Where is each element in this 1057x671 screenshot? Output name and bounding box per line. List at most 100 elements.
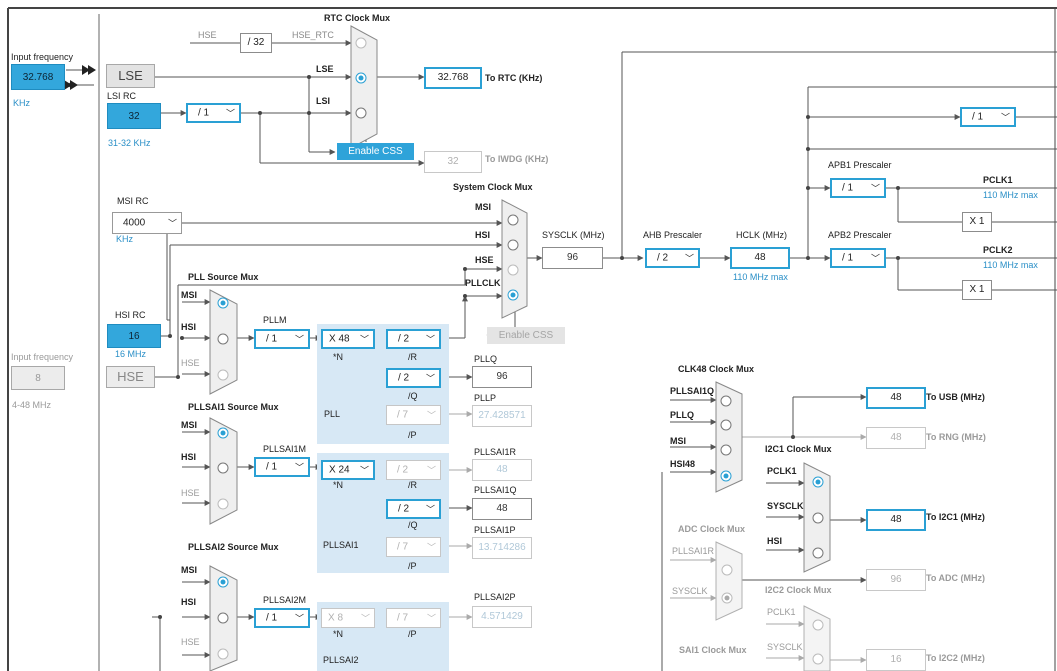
pllsai1-r-label: /R	[408, 480, 417, 490]
pll-q-select[interactable]: / 2﹀	[386, 368, 441, 388]
hse-rtc-divider: / 32	[240, 33, 272, 53]
lsi-unit: 31-32 KHz	[108, 138, 151, 148]
pllsai2-src-hse: HSE	[181, 637, 200, 647]
chevron-down-icon: ﹀	[1000, 112, 1010, 123]
lsi-divider-value: / 1	[198, 107, 210, 119]
pllsai1-r-select[interactable]: / 2 ﹀	[386, 460, 441, 480]
pllsai2p-value: 4.571429	[472, 606, 532, 628]
top-prescaler-select[interactable]: / 1﹀	[960, 107, 1016, 127]
adc-output-value[interactable]: 96	[866, 569, 926, 591]
pllsai1q-value: 48	[472, 498, 532, 520]
pllm-label: PLLM	[263, 315, 287, 325]
pllsai1-source-mux-title: PLLSAI1 Source Mux	[188, 402, 279, 412]
i2c2-mux-title: I2C2 Clock Mux	[765, 585, 832, 595]
pll-p-value: / 7	[397, 409, 409, 421]
pll-n-select[interactable]: X 48﹀	[321, 329, 375, 349]
pllsai1r-label: PLLSAI1R	[474, 447, 517, 457]
i2c1-output-value[interactable]: 48	[866, 509, 926, 531]
pllsai1m-select[interactable]: / 1 ﹀	[254, 457, 310, 477]
i2c1-input-sysclk: SYSCLK	[767, 501, 804, 511]
pllsai1m-value: / 1	[266, 461, 278, 473]
pllsai1p-value: 13.714286	[472, 537, 532, 559]
hsi-value: 16	[107, 324, 161, 348]
hsi-unit: 16 MHz	[115, 349, 147, 359]
apb2-prescaler-title: APB2 Prescaler	[828, 230, 892, 240]
hclk-label: HCLK (MHz)	[736, 230, 787, 240]
lse-frequency-input[interactable]: 32.768	[11, 64, 65, 90]
hse-frequency-input[interactable]: 8	[11, 366, 65, 390]
i2c1-input-hsi: HSI	[767, 536, 783, 546]
pllp-value: 27.428571	[472, 405, 532, 427]
hclk-value[interactable]: 48	[730, 247, 790, 269]
chevron-down-icon: ﹀	[425, 373, 435, 384]
pllsai1-p-label: /P	[408, 561, 417, 571]
pllsai1-src-hse: HSE	[181, 488, 200, 498]
apb1-prescaler-value: / 1	[842, 182, 854, 194]
pllsai1-n-label: *N	[333, 480, 344, 490]
pllsai1-r-value: / 2	[397, 464, 409, 476]
pllsai1-src-msi: MSI	[181, 420, 198, 430]
chevron-down-icon: ﹀	[225, 108, 235, 119]
pllsai2-n-select[interactable]: X 8﹀	[321, 608, 375, 628]
sysclk-input-hsi: HSI	[475, 230, 491, 240]
i2c2-input-sysclk: SYSCLK	[767, 642, 803, 652]
apb2-prescaler-select[interactable]: / 1 ﹀	[830, 248, 886, 268]
i2c2-output-value[interactable]: 16	[866, 649, 926, 671]
lse-unit: KHz	[13, 98, 31, 108]
chevron-down-icon: ﹀	[426, 465, 436, 476]
pllsai1-p-value: / 7	[397, 541, 409, 553]
rtc-output-value: 32.768	[424, 67, 482, 89]
pll-src-hse: HSE	[181, 358, 200, 368]
pclk2-multiplier: X 1	[962, 280, 992, 300]
pllsai1-n-value: X 24	[329, 464, 350, 476]
lse-block: LSE	[106, 64, 155, 88]
rtc-enable-css-button[interactable]: Enable CSS	[337, 143, 414, 160]
lse-input-title: Input frequency	[11, 52, 74, 62]
lsi-divider-select[interactable]: / 1 ﹀	[186, 103, 241, 123]
pllsai2m-select[interactable]: / 1﹀	[254, 608, 310, 628]
chevron-down-icon: ﹀	[870, 253, 880, 264]
pclk1-label: PCLK1	[983, 175, 1013, 185]
rng-output-value[interactable]: 48	[866, 427, 926, 449]
ahb-prescaler-select[interactable]: / 2 ﹀	[645, 248, 700, 268]
i2c2-output-label: To I2C2 (MHz)	[926, 653, 985, 663]
chevron-down-icon: ﹀	[359, 465, 369, 476]
pllsai1-q-select[interactable]: / 2﹀	[386, 499, 441, 519]
pllm-select[interactable]: / 1﹀	[254, 329, 310, 349]
sysclk-value[interactable]: 96	[542, 247, 603, 269]
pllsai2-p-select[interactable]: / 7﹀	[386, 608, 441, 628]
pllq-label: PLLQ	[474, 354, 498, 364]
usb-output-value[interactable]: 48	[866, 387, 926, 409]
adc-input-sysclk: SYSCLK	[672, 586, 708, 596]
pllsai1-p-select[interactable]: / 7﹀	[386, 537, 441, 557]
chevron-down-icon: ﹀	[167, 218, 177, 229]
rng-output-label: To RNG (MHz)	[926, 432, 986, 442]
iwdg-output-label: To IWDG (KHz)	[485, 154, 549, 164]
i2c2-mux-shape	[803, 605, 831, 671]
chevron-down-icon: ﹀	[870, 183, 880, 194]
hse-input-title: Input frequency	[11, 352, 74, 362]
pll-src-hsi: HSI	[181, 322, 197, 332]
pllsai1-n-select[interactable]: X 24 ﹀	[321, 460, 375, 480]
apb2-prescaler-value: / 1	[842, 252, 854, 264]
pll-p-select[interactable]: / 7﹀	[386, 405, 441, 425]
clk48-mux-shape	[715, 381, 743, 493]
ahb-prescaler-value: / 2	[657, 252, 669, 264]
pll-src-msi: MSI	[181, 290, 198, 300]
chevron-down-icon: ﹀	[294, 462, 304, 473]
sysclk-enable-css-button[interactable]: Enable CSS	[487, 327, 565, 344]
chevron-down-icon: ﹀	[684, 253, 694, 264]
msi-range-select[interactable]: 4000 ﹀	[112, 212, 182, 234]
apb1-prescaler-select[interactable]: / 1 ﹀	[830, 178, 886, 198]
sysclk-mux-shape	[501, 199, 528, 319]
pllsai1-q-label: /Q	[408, 520, 418, 530]
pclk1-multiplier: X 1	[962, 212, 992, 232]
msi-value: 4000	[123, 217, 146, 229]
pll-r-select[interactable]: / 2﹀	[386, 329, 441, 349]
msi-title: MSI RC	[117, 196, 149, 206]
sysclk-mux-title: System Clock Mux	[453, 182, 533, 192]
pllsai1-src-hsi: HSI	[181, 452, 197, 462]
chevron-down-icon: ﹀	[426, 613, 436, 624]
adc-input-pllsai1r: PLLSAI1R	[672, 546, 715, 556]
pll-region-label: PLL	[324, 409, 341, 419]
